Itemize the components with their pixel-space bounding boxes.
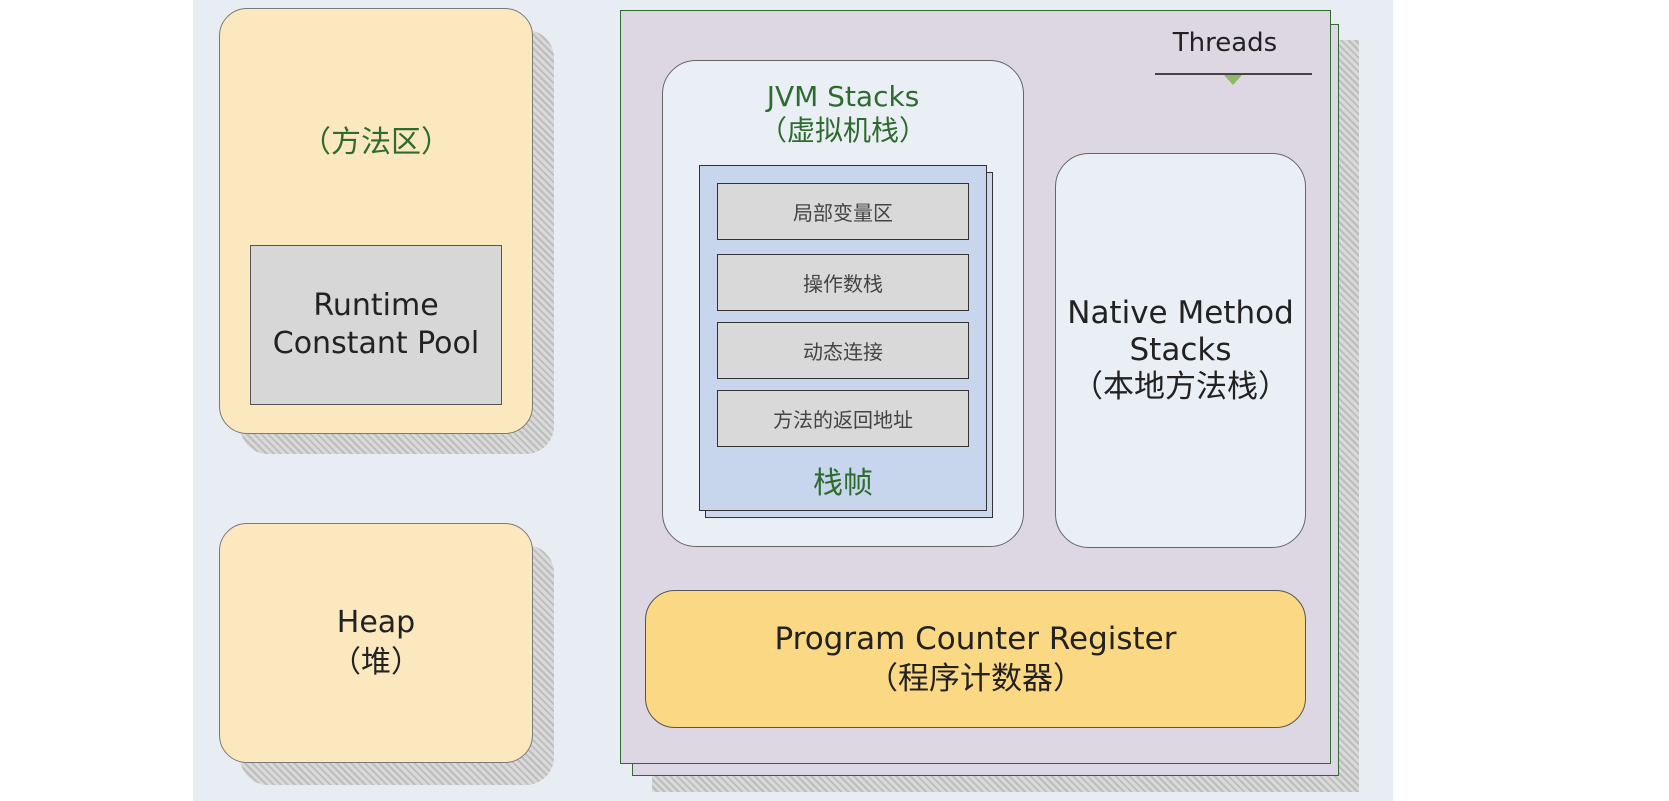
heap: Heap （堆） — [219, 523, 533, 763]
native-method-stacks-line3: （本地方法栈） — [1072, 369, 1289, 405]
method-area-title: （方法区） — [301, 125, 451, 160]
heap-line1: Heap — [336, 605, 416, 640]
program-counter-register: Program Counter Register （程序计数器） — [645, 590, 1306, 728]
heap-line2: （堆） — [331, 645, 421, 680]
frame-item-dynamic-linking: 动态连接 — [717, 322, 969, 379]
jvm-stacks-title-line1: JVM Stacks — [766, 80, 920, 113]
stack-frame-label: 栈帧 — [813, 466, 873, 501]
program-counter-register-line2: （程序计数器） — [867, 661, 1084, 697]
jvm-stacks-title-line2: （虚拟机栈） — [758, 114, 927, 147]
native-method-stacks-line2: Stacks — [1129, 332, 1232, 368]
frame-item-operand-stack: 操作数栈 — [717, 254, 969, 311]
threads-triangle-marker — [1224, 75, 1242, 85]
frame-item-return-address: 方法的返回地址 — [717, 390, 969, 447]
jvm-stacks-title: JVM Stacks （虚拟机栈） — [662, 80, 1024, 148]
native-method-stacks: Native Method Stacks （本地方法栈） — [1055, 153, 1306, 548]
native-method-stacks-line1: Native Method — [1067, 295, 1294, 331]
runtime-constant-pool-line1: Runtime — [313, 288, 439, 323]
runtime-constant-pool-line2: Constant Pool — [272, 326, 480, 361]
runtime-constant-pool: Runtime Constant Pool — [250, 245, 502, 405]
program-counter-register-line1: Program Counter Register — [774, 621, 1177, 657]
threads-label: Threads — [1172, 28, 1278, 58]
threads-underline — [1155, 73, 1312, 75]
frame-item-local-variables: 局部变量区 — [717, 183, 969, 240]
